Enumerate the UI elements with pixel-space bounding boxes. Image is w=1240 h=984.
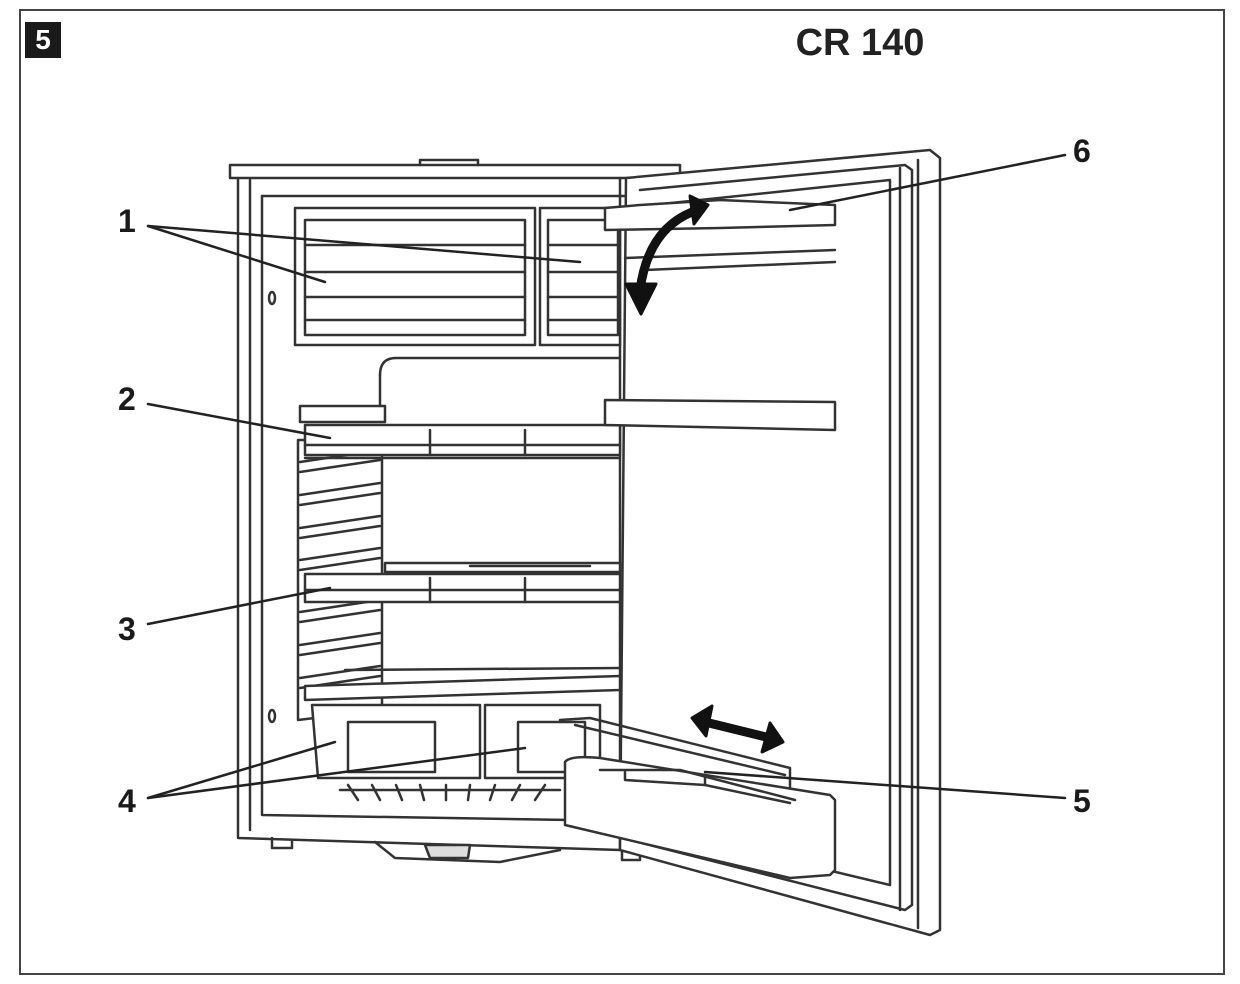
adjustment-arrows	[624, 194, 785, 754]
callout-1: 1	[118, 203, 136, 239]
upper-shelf	[298, 404, 622, 460]
callout-2: 2	[118, 381, 136, 417]
leader-5	[703, 770, 1067, 800]
leader-4a	[146, 740, 337, 800]
callout-5: 5	[1073, 783, 1091, 819]
leader-lines	[146, 153, 1067, 800]
bottom-shelf	[303, 666, 622, 702]
leader-3	[146, 586, 332, 626]
open-door	[558, 148, 942, 937]
callout-6: 6	[1073, 133, 1091, 169]
callout-labels: 1 2 3 4 5 6	[118, 133, 1091, 819]
evaporator-plates	[293, 206, 622, 407]
crisper-drawers	[310, 703, 602, 802]
middle-shelf	[303, 561, 622, 604]
leader-2	[146, 402, 332, 440]
leader-1b	[146, 224, 582, 264]
callout-4: 4	[118, 783, 136, 819]
leader-6	[788, 153, 1067, 212]
cabinet-body	[228, 158, 682, 864]
leader-4b	[146, 746, 527, 800]
model-title: CR 140	[795, 22, 925, 64]
figure-number-badge: 5	[25, 22, 61, 58]
leader-1a	[146, 224, 327, 284]
callout-3: 3	[118, 611, 136, 647]
